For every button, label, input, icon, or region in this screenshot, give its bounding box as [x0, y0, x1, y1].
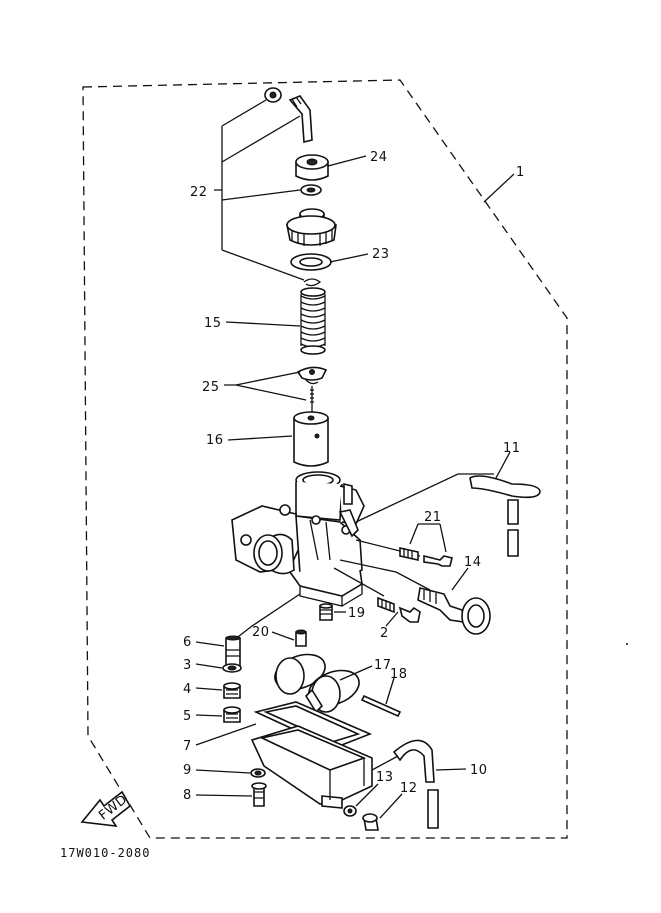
callout-12: 12	[400, 781, 418, 796]
part-19-main-jet	[319, 603, 333, 621]
part-3-o-ring	[222, 663, 242, 673]
part-13-washer	[343, 805, 357, 817]
leader-4	[195, 687, 223, 691]
leader-25	[224, 371, 307, 401]
callout-2: 2	[380, 626, 389, 641]
leader-9	[195, 769, 251, 774]
leader-5	[195, 714, 223, 717]
callout-8: 8	[183, 788, 192, 803]
leader-14-body	[339, 559, 431, 591]
callout-7: 7	[183, 739, 192, 754]
leader-3	[195, 663, 223, 669]
part-2-throttle-stop-screw	[377, 596, 421, 623]
callout-13: 13	[376, 770, 394, 785]
part-6-needle-jet	[225, 635, 241, 667]
leader-18	[385, 677, 395, 705]
leader-8	[195, 794, 253, 797]
part-23-gasket	[290, 253, 332, 271]
leader-13	[355, 783, 379, 807]
part-9-washer	[250, 768, 266, 778]
leader-14	[451, 567, 469, 591]
part-18-float-pin	[360, 694, 402, 718]
part-14-starter-plunger	[417, 587, 491, 635]
part-7-float-bowl-gasket	[253, 701, 373, 749]
part-17-float	[274, 653, 360, 714]
part-20-small-screw	[295, 629, 307, 647]
part-1-carburetor-body	[231, 471, 365, 607]
fwd-arrow-icon: FWD	[80, 790, 132, 827]
leader-10	[435, 768, 467, 771]
leader-16	[227, 435, 293, 441]
leader-1	[483, 173, 515, 203]
leader-11-body	[355, 473, 494, 523]
callout-11: 11	[503, 441, 521, 456]
leader-2-body	[333, 567, 385, 597]
callout-15: 15	[204, 316, 222, 331]
callout-23: 23	[372, 247, 390, 262]
part-12-drain-screw	[362, 813, 379, 831]
part-float-bowl	[250, 725, 373, 809]
callout-1: 1	[516, 165, 525, 180]
callout-19: 19	[348, 606, 366, 621]
part-25-needle-clip	[296, 366, 328, 385]
leader-22	[214, 99, 305, 281]
callout-21: 21	[424, 510, 442, 525]
assembly-boundary	[82, 79, 568, 839]
leader-21	[409, 523, 447, 553]
part-21-pilot-screw-set	[399, 547, 453, 567]
part-16-throttle-valve	[293, 411, 329, 467]
part-elbow-fitting	[288, 95, 313, 144]
leader-12	[379, 793, 403, 819]
callout-4: 4	[183, 682, 192, 697]
part-mixing-chamber-top	[286, 208, 337, 246]
leader-24	[327, 155, 367, 167]
leader-17	[339, 665, 373, 681]
callout-20: 20	[252, 625, 270, 640]
part-jet-needle	[310, 386, 314, 414]
callout-16: 16	[206, 433, 224, 448]
part-8-bowl-screw	[251, 782, 267, 807]
leader-11	[495, 451, 511, 479]
callout-14: 14	[464, 555, 482, 570]
callout-5: 5	[183, 709, 192, 724]
stray-mark	[626, 643, 628, 645]
part-24-top-nut	[295, 154, 329, 181]
drawing-code: 17W010-2080	[60, 846, 150, 860]
leader-7	[195, 723, 257, 746]
leader-bowl-drain	[371, 755, 399, 771]
callout-18: 18	[390, 667, 408, 682]
callout-3: 3	[183, 658, 192, 673]
part-washer-small	[300, 184, 322, 196]
callout-9: 9	[183, 763, 192, 778]
leader-2	[385, 611, 399, 627]
part-4-jet-holder	[223, 682, 241, 699]
callout-25: 25	[202, 380, 220, 395]
leader-bottom-body	[233, 593, 301, 641]
leader-23	[329, 253, 369, 263]
part-11-vent-hose	[469, 475, 541, 557]
leader-6	[195, 641, 225, 647]
part-cap-nut-small	[264, 87, 282, 103]
callout-22: 22	[190, 185, 208, 200]
callout-6: 6	[183, 635, 192, 650]
part-5-pilot-jet	[223, 706, 241, 723]
leader-15	[225, 321, 301, 327]
callout-17: 17	[374, 658, 392, 673]
part-clip-top	[303, 278, 322, 287]
callout-24: 24	[370, 150, 388, 165]
part-10-drain-hose	[392, 739, 439, 829]
leader-20	[271, 631, 295, 641]
part-15-throttle-spring	[300, 287, 326, 355]
callout-10: 10	[470, 763, 488, 778]
